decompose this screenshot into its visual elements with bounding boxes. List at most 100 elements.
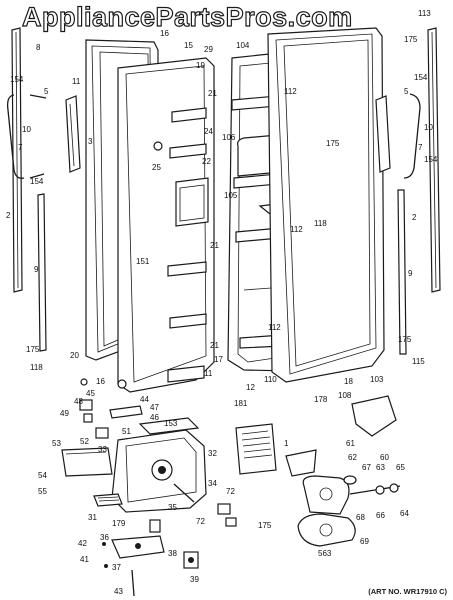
auger-motor-60 bbox=[351, 395, 397, 437]
misc-small-parts bbox=[102, 483, 237, 597]
callout-53: 53 bbox=[52, 439, 61, 448]
callout-62: 62 bbox=[348, 453, 357, 462]
callout-21: 21 bbox=[208, 89, 217, 98]
callout-563: 563 bbox=[318, 549, 332, 558]
ice-dispenser-panel bbox=[175, 177, 209, 227]
callout-115: 115 bbox=[412, 357, 425, 366]
callout-12: 12 bbox=[246, 383, 255, 392]
ice-crusher-69 bbox=[297, 513, 356, 547]
callout-9: 9 bbox=[34, 265, 39, 274]
callout-72: 72 bbox=[196, 517, 205, 526]
right-handle-trim bbox=[403, 93, 421, 179]
callout-39: 39 bbox=[190, 575, 199, 584]
callout-69: 69 bbox=[360, 537, 369, 546]
callout-51: 51 bbox=[122, 427, 131, 436]
right-door-gasket-strip bbox=[427, 27, 441, 293]
callout-8: 8 bbox=[36, 43, 41, 52]
shaft-parts bbox=[343, 475, 401, 495]
callout-1: 1 bbox=[284, 439, 289, 448]
callout-11: 11 bbox=[72, 77, 81, 86]
callout-67: 67 bbox=[362, 463, 371, 472]
callout-42: 42 bbox=[78, 539, 87, 548]
callout-48: 48 bbox=[74, 397, 83, 406]
freezer-door-liner bbox=[117, 57, 215, 393]
callout-110: 110 bbox=[264, 375, 277, 384]
motor-68 bbox=[302, 475, 350, 515]
callout-2: 2 bbox=[6, 211, 11, 220]
callout-175: 175 bbox=[26, 345, 40, 354]
callout-16: 16 bbox=[96, 377, 105, 386]
callout-18: 18 bbox=[344, 377, 353, 386]
callout-43: 43 bbox=[114, 587, 123, 596]
callout-labels: 113 8 16 15 29 104 175 19 154 154 5 5 11… bbox=[6, 9, 438, 596]
callout-106: 106 bbox=[222, 133, 236, 142]
callout-108: 108 bbox=[338, 391, 352, 400]
callout-64: 64 bbox=[400, 509, 409, 518]
callout-61: 61 bbox=[346, 439, 355, 448]
left-door-strip-9 bbox=[37, 193, 47, 352]
callout-25: 25 bbox=[152, 163, 161, 172]
callout-21: 21 bbox=[210, 341, 219, 350]
left-handle-trim bbox=[6, 94, 47, 179]
art-number: (ART NO. WR17910 C) bbox=[368, 587, 447, 596]
callout-154: 154 bbox=[10, 75, 24, 84]
callout-153: 153 bbox=[164, 419, 178, 428]
callout-113: 113 bbox=[418, 9, 431, 18]
callout-47: 47 bbox=[150, 403, 159, 412]
callout-52: 52 bbox=[80, 437, 89, 446]
callout-34: 34 bbox=[208, 479, 217, 488]
callout-104: 104 bbox=[236, 41, 250, 50]
callout-22: 22 bbox=[202, 157, 211, 166]
callout-7: 7 bbox=[18, 143, 23, 152]
callout-10: 10 bbox=[424, 123, 433, 132]
left-handle-11 bbox=[65, 95, 81, 173]
callout-46: 46 bbox=[150, 413, 159, 422]
callout-7: 7 bbox=[418, 143, 423, 152]
callout-65: 65 bbox=[396, 463, 405, 472]
callout-33: 33 bbox=[98, 445, 107, 454]
callout-72: 72 bbox=[226, 487, 235, 496]
callout-112: 112 bbox=[290, 225, 303, 234]
callout-11: 11 bbox=[204, 369, 213, 378]
callout-175: 175 bbox=[326, 139, 340, 148]
callout-5: 5 bbox=[404, 87, 409, 96]
right-door-strip-9 bbox=[397, 189, 407, 355]
callout-103: 103 bbox=[370, 375, 384, 384]
callout-63: 63 bbox=[376, 463, 385, 472]
callout-9: 9 bbox=[408, 269, 413, 278]
callout-178: 178 bbox=[314, 395, 328, 404]
callout-118: 118 bbox=[314, 219, 327, 228]
right-handle-11 bbox=[375, 95, 391, 173]
callout-19: 19 bbox=[196, 61, 205, 70]
callout-181: 181 bbox=[234, 399, 248, 408]
callout-151: 151 bbox=[136, 257, 150, 266]
control-switches bbox=[79, 378, 143, 439]
callout-36: 36 bbox=[100, 533, 109, 542]
callout-66: 66 bbox=[376, 511, 385, 520]
callout-118: 118 bbox=[30, 363, 43, 372]
callout-29: 29 bbox=[204, 45, 213, 54]
freezer-door-shelf bbox=[167, 107, 207, 383]
callout-112: 112 bbox=[284, 87, 297, 96]
callout-41: 41 bbox=[80, 555, 89, 564]
callout-179: 179 bbox=[112, 519, 126, 528]
dispenser-tray-53 bbox=[61, 447, 113, 477]
drip-grille-31 bbox=[93, 493, 123, 507]
callout-10: 10 bbox=[22, 125, 31, 134]
fresh-food-door-outer bbox=[267, 27, 385, 383]
callout-49: 49 bbox=[60, 409, 69, 418]
callout-175: 175 bbox=[258, 521, 272, 530]
callout-68: 68 bbox=[356, 513, 365, 522]
callout-21: 21 bbox=[210, 241, 219, 250]
callout-20: 20 bbox=[70, 351, 79, 360]
callout-175: 175 bbox=[398, 335, 412, 344]
callout-31: 31 bbox=[88, 513, 97, 522]
callout-38: 38 bbox=[168, 549, 177, 558]
callout-35: 35 bbox=[168, 503, 177, 512]
left-door-gasket-strip bbox=[11, 27, 23, 293]
callout-54: 54 bbox=[38, 471, 47, 480]
solenoid-39 bbox=[183, 551, 199, 569]
callout-2: 2 bbox=[412, 213, 417, 222]
owners-manual bbox=[235, 423, 277, 475]
